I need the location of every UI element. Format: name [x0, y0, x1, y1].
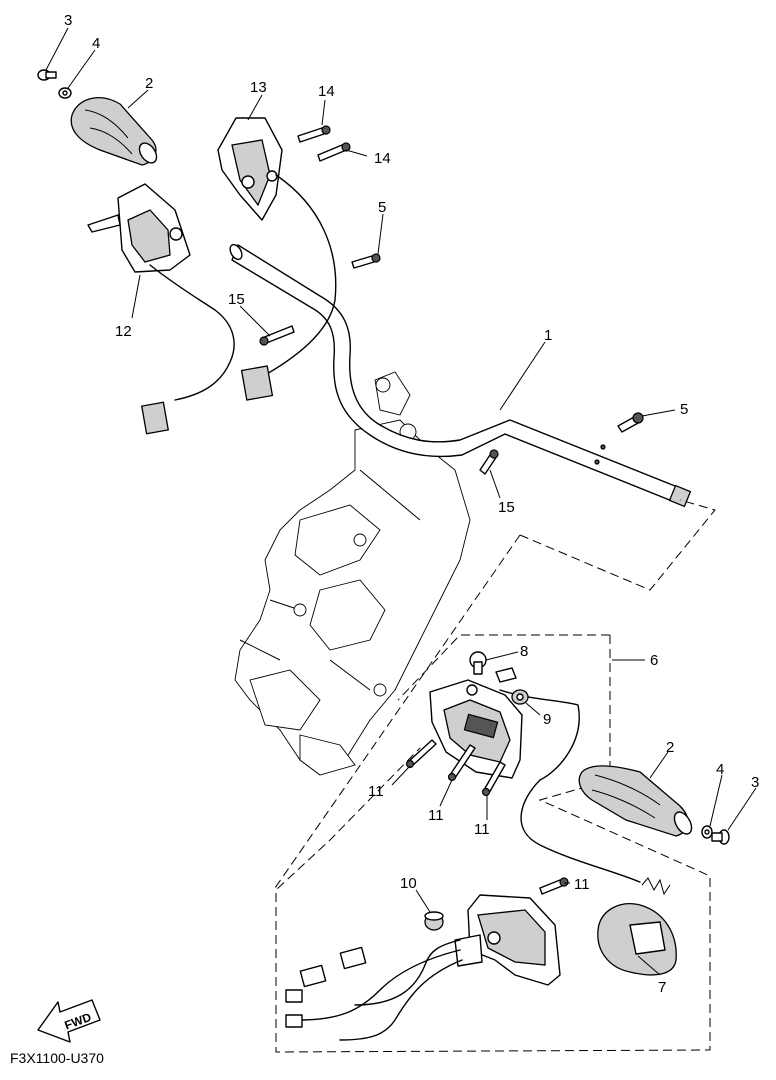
callout-14-bottom: 14: [374, 150, 391, 167]
handlebar: [229, 243, 692, 508]
left-switch-screws: [297, 125, 351, 162]
callout-13: 13: [250, 79, 267, 96]
left-grip-end-screw: [37, 69, 57, 81]
callout-3-left: 3: [64, 12, 72, 29]
callout-6: 6: [650, 652, 658, 669]
right-grip-washer: [701, 825, 713, 839]
callout-14-top: 14: [318, 83, 335, 100]
leader-lines: [45, 27, 757, 976]
left-switch-housing: [87, 183, 235, 435]
callout-4-left: 4: [92, 35, 100, 52]
left-switch-cover: [217, 117, 337, 401]
callout-11-b: 11: [428, 807, 444, 824]
switch-cover-7: [597, 877, 677, 976]
left-grip: [70, 97, 158, 166]
grommet-9: [511, 689, 529, 705]
steering-column-ghost: [234, 371, 471, 776]
throttle-housing: [429, 679, 641, 883]
right-grip-end-screw: [711, 829, 730, 845]
lower-switch-housing: [454, 894, 561, 986]
small-screws-11: [405, 739, 569, 895]
cable-end: [495, 667, 517, 683]
callout-8: 8: [520, 643, 528, 660]
callout-11-c: 11: [474, 821, 490, 838]
callout-7: 7: [658, 979, 666, 996]
callout-3-right: 3: [751, 774, 759, 791]
plug-10: [424, 911, 444, 931]
wire-harness: [285, 939, 463, 1041]
right-grip: [578, 765, 693, 837]
callout-10: 10: [400, 875, 417, 892]
callout-2-left: 2: [145, 75, 153, 92]
diagram-code: F3X1100-U370: [10, 1050, 104, 1066]
callout-15-right: 15: [498, 499, 515, 516]
fwd-arrow: FWD: [37, 999, 101, 1043]
callout-5-left: 5: [378, 199, 386, 216]
callout-1: 1: [544, 327, 552, 344]
handlebar-screws: [259, 253, 644, 475]
callout-2-right: 2: [666, 739, 674, 756]
callout-labels: 3 4 2 13 14 14 5 15 12 1 5 15 6 8 9 11 1…: [64, 12, 759, 996]
left-grip-washer: [58, 87, 72, 99]
callout-11-a: 11: [368, 783, 384, 800]
callout-15-left: 15: [228, 291, 245, 308]
throttle-screw-8: [469, 651, 487, 675]
callout-4-right: 4: [716, 761, 724, 778]
callout-12: 12: [115, 323, 132, 340]
callout-11-d: 11: [574, 876, 590, 893]
callout-5-right: 5: [680, 401, 688, 418]
callout-9: 9: [543, 711, 551, 728]
